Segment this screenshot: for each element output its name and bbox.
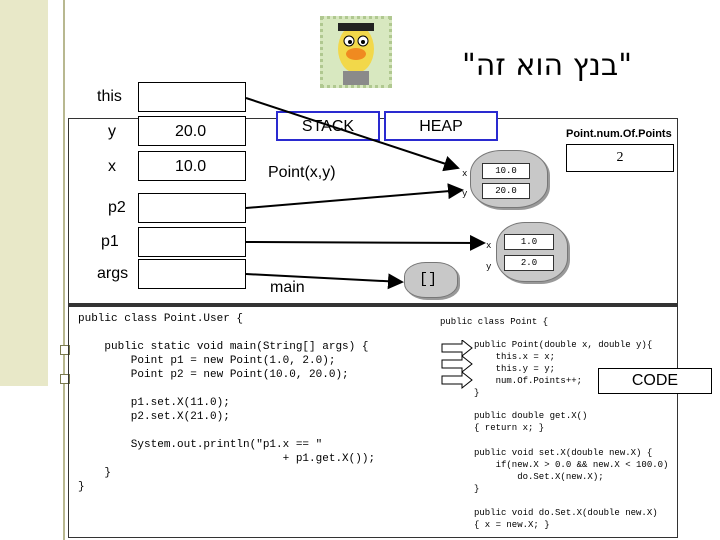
- left-decor-line: [63, 0, 65, 540]
- main-code-line: [78, 424, 375, 438]
- num-of-points-label: Point.num.Of.Points: [566, 128, 672, 140]
- args-slot: [138, 259, 246, 289]
- main-code: public class Point.User { public static …: [78, 312, 375, 494]
- point-frame-label: Point(x,y): [268, 164, 336, 181]
- this-label: this: [97, 88, 122, 105]
- p1-slot: [138, 227, 246, 257]
- args-array-label: []: [419, 271, 438, 288]
- bert-character-icon: [320, 16, 392, 88]
- x-slot: 10.0: [138, 151, 246, 181]
- heap-label: HEAP: [384, 111, 498, 141]
- main-code-line: System.out.println("p1.x == ": [78, 439, 323, 451]
- point-dosetx-code: public void do.Set.X(double new.X) { x =…: [474, 508, 658, 530]
- y-value: 20.0: [175, 123, 207, 140]
- point-setx-code: public void set.X(double new.X) { if(new…: [474, 448, 669, 494]
- args-arrow: [245, 273, 404, 290]
- main-frame-label: main: [270, 279, 305, 296]
- main-code-line: Point p2 = new Point(10.0, 20.0);: [78, 369, 349, 381]
- num-of-points-value: 2: [616, 150, 624, 165]
- x-value: 10.0: [175, 158, 207, 175]
- point-getx-code: public double get.X() { return x; }: [474, 411, 588, 433]
- heap2-y-label: y: [486, 262, 492, 272]
- main-code-line: }: [78, 481, 85, 493]
- x-label: x: [108, 158, 116, 175]
- y-slot: 20.0: [138, 116, 246, 146]
- main-code-line: }: [78, 467, 112, 479]
- heap1-x-value: 10.0: [482, 163, 530, 179]
- this-arrow: [245, 97, 460, 172]
- main-code-line: public class Point.User {: [78, 313, 244, 325]
- p2-arrow: [245, 183, 464, 209]
- heap2-x-value: 1.0: [504, 234, 554, 250]
- heap2-x-label: x: [486, 241, 492, 251]
- y-label: y: [108, 123, 116, 140]
- p2-slot: [138, 193, 246, 223]
- point-ctor-code: public Point(double x, double y){ this.x…: [474, 340, 653, 398]
- main-code-line: public static void main(String[] args) {: [78, 341, 369, 353]
- bullet-square-icon: [60, 345, 70, 355]
- main-code-line: p1.set.X(11.0);: [78, 397, 230, 409]
- p2-label: p2: [108, 199, 126, 216]
- code-label: CODE: [598, 368, 712, 394]
- p1-arrow: [245, 234, 486, 251]
- main-code-line: [78, 326, 375, 340]
- p1-label: p1: [101, 233, 119, 250]
- point-class-decl: public class Point {: [440, 317, 549, 327]
- main-code-line: + p1.get.X());: [78, 453, 376, 465]
- execution-arrow-icons: [441, 340, 473, 390]
- page-title: "בנץ הוא זה": [462, 48, 633, 83]
- left-decor-bar: [0, 0, 48, 386]
- heap1-y-label: y: [462, 189, 468, 199]
- main-code-line: p2.set.X(21.0);: [78, 411, 230, 423]
- heap-object-2: [496, 222, 568, 282]
- this-slot: [138, 82, 246, 112]
- main-code-line: [78, 382, 375, 396]
- heap1-x-label: x: [462, 169, 468, 179]
- heap2-y-value: 2.0: [504, 255, 554, 271]
- args-label: args: [97, 265, 129, 282]
- code-frame: [68, 304, 678, 538]
- bullet-square-icon: [60, 374, 70, 384]
- main-code-line: Point p1 = new Point(1.0, 2.0);: [78, 355, 336, 367]
- args-array-object: [404, 262, 458, 298]
- heap1-y-value: 20.0: [482, 183, 530, 199]
- num-of-points-slot: 2: [566, 144, 674, 172]
